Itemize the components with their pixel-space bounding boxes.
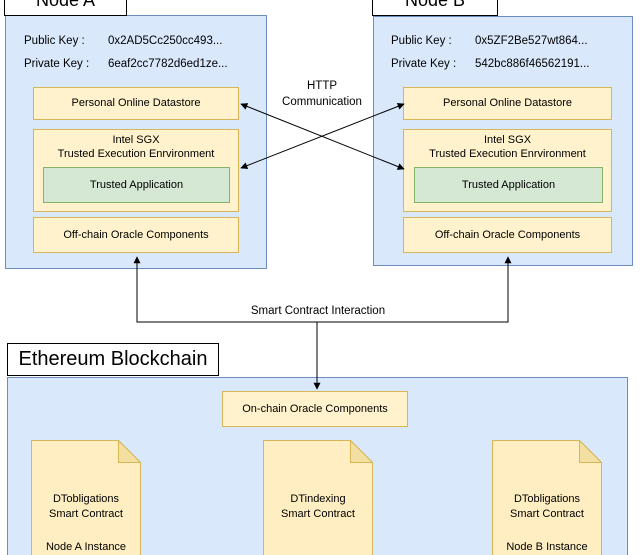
private-key-value: 542bc886f46562191... (475, 58, 590, 70)
contract-doc-indexing: DTindexing Smart Contract (263, 440, 373, 555)
node-a-trusted-application-box: Trusted Application (43, 167, 230, 203)
sgx-title: Intel SGX (483, 134, 532, 146)
private-key-row: Private Key : 542bc886f46562191... (391, 58, 589, 70)
http-communication-label: HTTP Communication (282, 80, 362, 108)
node-a-container: Public Key : 0x2AD5Cc250cc493... Private… (5, 15, 267, 269)
node-a-personal-datastore-box: Personal Online Datastore (33, 87, 239, 120)
onchain-oracle-box: On-chain Oracle Components (222, 391, 408, 427)
private-key-value: 6eaf2cc7782d6ed1ze... (108, 58, 228, 70)
node-b-title: Node B (372, 0, 498, 16)
contract-instance: Node B Instance (506, 540, 588, 553)
contract-type: Smart Contract (49, 508, 123, 521)
node-a-offchain-oracle-box: Off-chain Oracle Components (33, 217, 239, 253)
contract-type: Smart Contract (510, 508, 584, 521)
document-shape-icon (263, 440, 373, 555)
document-shape-icon (31, 440, 141, 555)
node-b-container: Public Key : 0x5ZF2Be527wt864... Private… (373, 16, 633, 266)
contract-instance: Node A Instance (45, 540, 127, 553)
sgx-subtitle: Trusted Execution Enrvironment (429, 148, 586, 161)
contract-name: DTobligations (513, 493, 581, 505)
node-b-trusted-application-box: Trusted Application (414, 167, 603, 203)
contract-doc-node-b: DTobligations Smart Contract Node B Inst… (492, 440, 602, 555)
private-key-row: Private Key : 6eaf2cc7782d6ed1ze... (24, 58, 228, 70)
smart-contract-interaction-label: Smart Contract Interaction (250, 305, 386, 317)
private-key-label: Private Key : (391, 58, 457, 70)
ethereum-blockchain-title: Ethereum Blockchain (7, 343, 219, 376)
contract-doc-node-a: DTobligations Smart Contract Node A Inst… (31, 440, 141, 555)
node-b-keys: Public Key : 0x5ZF2Be527wt864... Private… (391, 35, 589, 81)
public-key-value: 0x5ZF2Be527wt864... (475, 35, 588, 47)
node-a-keys: Public Key : 0x2AD5Cc250cc493... Private… (24, 35, 228, 81)
node-b-offchain-oracle-box: Off-chain Oracle Components (403, 217, 612, 253)
node-b-personal-datastore-box: Personal Online Datastore (403, 87, 612, 120)
node-a-title: Node A (4, 0, 127, 16)
contract-type: Smart Contract (281, 508, 355, 521)
public-key-label: Public Key : (391, 35, 452, 47)
public-key-row: Public Key : 0x2AD5Cc250cc493... (24, 35, 228, 47)
contract-name: DTobligations (52, 493, 120, 505)
public-key-value: 0x2AD5Cc250cc493... (108, 35, 223, 47)
contract-name: DTindexing (290, 493, 346, 505)
sgx-subtitle: Trusted Execution Enrvironment (57, 148, 215, 161)
sgx-title: Intel SGX (112, 134, 160, 146)
public-key-row: Public Key : 0x5ZF2Be527wt864... (391, 35, 589, 47)
document-shape-icon (492, 440, 602, 555)
public-key-label: Public Key : (24, 35, 85, 47)
private-key-label: Private Key : (24, 58, 90, 70)
